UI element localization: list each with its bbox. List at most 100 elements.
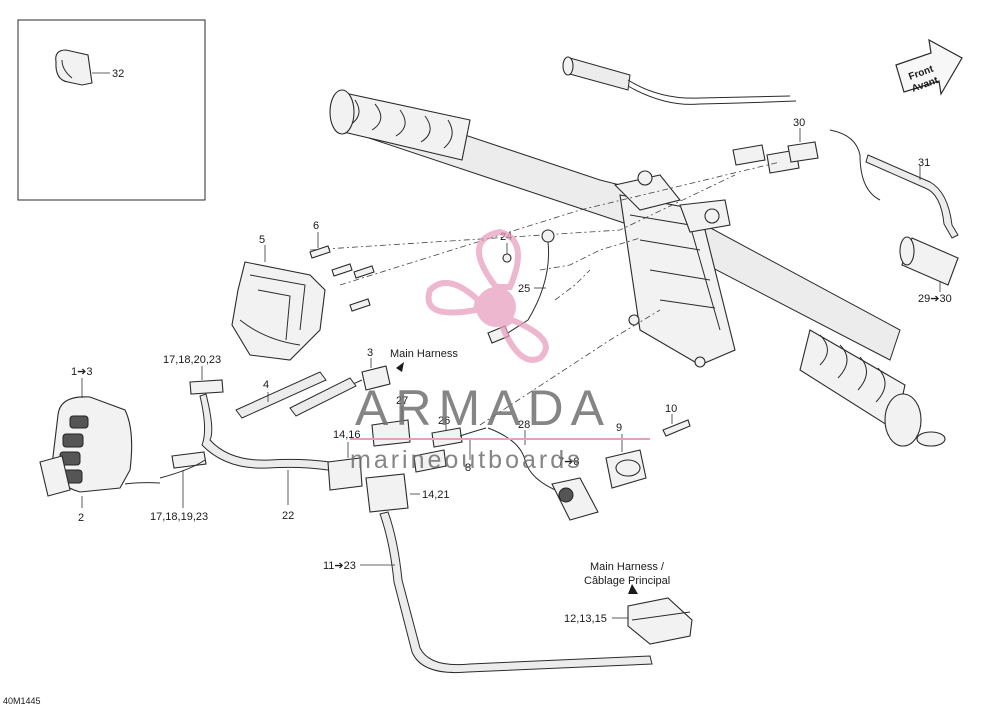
part-10-pin bbox=[662, 419, 691, 437]
part-11-23-harness bbox=[379, 511, 653, 674]
screw-1 bbox=[309, 245, 331, 259]
part-32-clip-detail bbox=[61, 59, 73, 79]
harness-11-23: 14,21 11➔23 bbox=[323, 457, 653, 674]
left-grip-pattern bbox=[349, 99, 453, 149]
callout-30: 30 bbox=[793, 117, 805, 129]
connector-14-21 bbox=[365, 473, 409, 513]
callout-14-21: 14,21 bbox=[422, 489, 450, 501]
callout-9: 9 bbox=[616, 422, 622, 434]
part-29-sleeve-end bbox=[899, 236, 915, 266]
part-31 bbox=[865, 154, 959, 239]
inset-frame bbox=[17, 19, 206, 201]
connector-17-18-20-23 bbox=[189, 379, 224, 395]
front-arrow: Front Avant bbox=[895, 38, 963, 96]
logo-blade-2 bbox=[425, 279, 482, 316]
part-12-13-15-block bbox=[627, 597, 693, 645]
part-4-tubes: 4 bbox=[235, 371, 357, 419]
logo-blade-1 bbox=[476, 228, 521, 290]
callout-17-18-20-23: 17,18,20,23 bbox=[163, 354, 221, 366]
upper-grip-sleeve-end bbox=[562, 56, 574, 76]
small-connectors: 17,18,20,23 17,18,19,23 bbox=[150, 354, 224, 523]
part-26 bbox=[431, 427, 463, 448]
handlebar-assembly bbox=[329, 89, 946, 447]
part-4-tube-b bbox=[289, 377, 357, 417]
callout-22: 22 bbox=[282, 510, 294, 522]
upper-wire-b bbox=[627, 85, 797, 105]
left-grip-end bbox=[329, 89, 355, 135]
grip-end-cap bbox=[916, 431, 946, 447]
left-grip bbox=[334, 91, 471, 161]
part-24-screw bbox=[502, 253, 512, 263]
main-harness-fr-line1: Main Harness / bbox=[590, 561, 665, 573]
center-connectors: 27 14,16 26 8 bbox=[333, 395, 487, 474]
callout-6: 6 bbox=[313, 220, 319, 232]
part-5 bbox=[231, 261, 326, 361]
main-harness-arrow bbox=[396, 362, 404, 372]
screw-3 bbox=[353, 265, 375, 279]
part-32-clip bbox=[55, 49, 93, 86]
route-1 bbox=[309, 174, 736, 251]
part-28-body bbox=[551, 477, 599, 521]
logo-hub bbox=[476, 287, 516, 327]
main-harness-label: Main Harness bbox=[390, 348, 458, 360]
connector-30c bbox=[787, 141, 819, 163]
part-25-ring bbox=[541, 229, 555, 243]
riser-bolt-2 bbox=[694, 356, 706, 368]
part-9-bore bbox=[615, 459, 641, 477]
part-10: 10 bbox=[662, 403, 691, 437]
part-12-13-15: Main Harness / Câblage Principal 12,13,1… bbox=[564, 561, 693, 645]
right-grip-pattern bbox=[819, 334, 886, 403]
watermark-logo bbox=[425, 228, 549, 363]
callout-27: 27 bbox=[396, 395, 408, 407]
connector-30a bbox=[732, 144, 766, 166]
upper-cable-30: 30 bbox=[562, 56, 881, 201]
part-26-wire bbox=[459, 427, 487, 437]
part-28-wire bbox=[487, 427, 561, 493]
upper-grip-sleeve bbox=[565, 57, 631, 91]
part-22-branch bbox=[159, 459, 206, 479]
main-harness-fr-line2: Câblage Principal bbox=[584, 575, 670, 587]
callout-10: 10 bbox=[665, 403, 677, 415]
part-28-knob bbox=[558, 487, 574, 503]
part-5-bracket: 5 bbox=[231, 234, 326, 361]
callout-17-18-19-23: 17,18,19,23 bbox=[150, 511, 208, 523]
callout-29-30: 29➔30 bbox=[918, 293, 952, 305]
callout-12-13-15: 12,13,15 bbox=[564, 613, 607, 625]
callout-26: 26 bbox=[438, 415, 450, 427]
part-31-cable: 31 bbox=[865, 154, 959, 239]
part-9: 9 bbox=[605, 422, 647, 489]
watermark-brand: ARMADA bbox=[355, 380, 611, 436]
route-2 bbox=[339, 161, 781, 286]
clamp-bolt-1 bbox=[637, 170, 653, 186]
switch-button-1 bbox=[69, 415, 89, 429]
right-grip-end bbox=[884, 393, 922, 447]
connector-14-16 bbox=[327, 457, 363, 491]
upper-wire-a bbox=[627, 79, 791, 99]
part-5-detail bbox=[239, 274, 306, 346]
callout-4: 4 bbox=[263, 379, 269, 391]
callout-28: 28 bbox=[518, 419, 530, 431]
part-28: 28 7➔8 bbox=[487, 419, 599, 521]
route-5 bbox=[479, 309, 661, 426]
connector-17-18-19-23 bbox=[171, 451, 207, 469]
callout-8: 8 bbox=[465, 462, 471, 474]
riser-bolt-1 bbox=[628, 314, 640, 326]
callout-11-23: 11➔23 bbox=[323, 560, 356, 572]
callout-7-8: 7➔8 bbox=[558, 456, 579, 468]
figure-code: 40M1445 bbox=[3, 696, 41, 706]
part-4-tube-a bbox=[235, 371, 327, 419]
armada-watermark: ARMADA marineoutboards bbox=[350, 228, 650, 474]
routing-lines bbox=[309, 161, 781, 426]
callout-2: 2 bbox=[78, 512, 84, 524]
front-arrow-shape bbox=[895, 38, 963, 96]
part-12-13-15-detail bbox=[631, 611, 691, 621]
handlebar-tube bbox=[344, 99, 901, 361]
watermark-tagline: marineoutboards bbox=[350, 446, 583, 474]
switch-button-2 bbox=[62, 433, 84, 448]
part-25-wire bbox=[499, 241, 550, 339]
route-4 bbox=[554, 269, 591, 301]
callout-1-3: 1➔3 bbox=[71, 366, 92, 378]
part-6-screws: 6 bbox=[309, 220, 375, 312]
logo-blade-3 bbox=[498, 316, 549, 363]
